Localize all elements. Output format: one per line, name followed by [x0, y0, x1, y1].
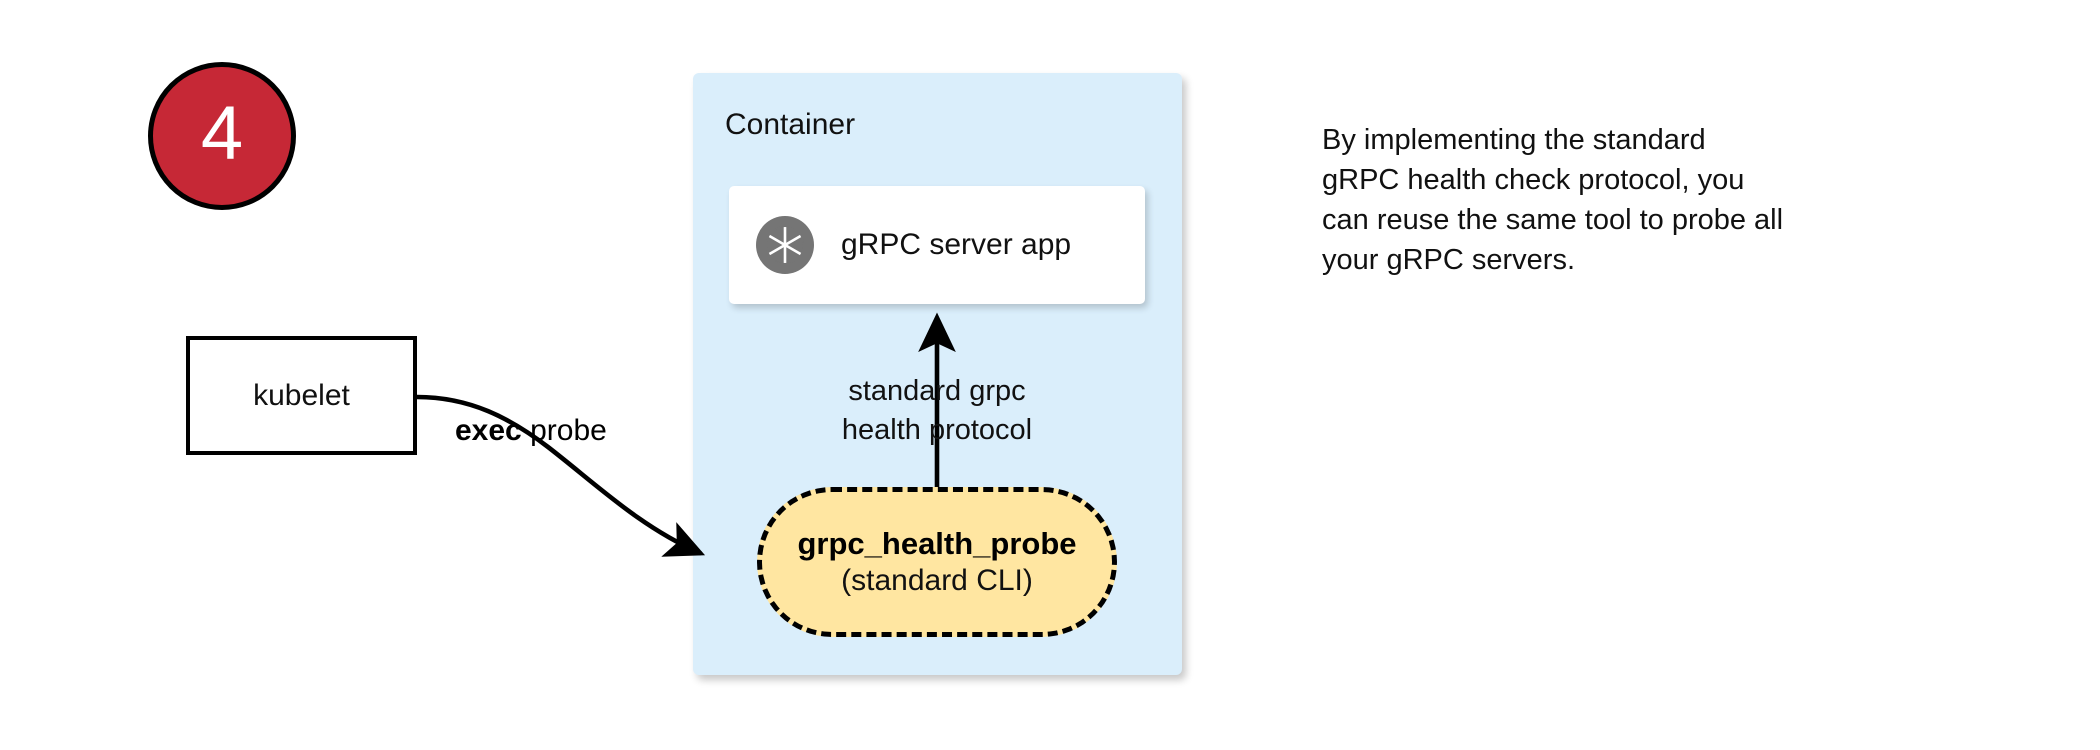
- note-line-2: gRPC health check protocol, you: [1322, 164, 1745, 196]
- note-line-3: can reuse the same tool to probe all: [1322, 204, 1784, 236]
- note-line-1: By implementing the standard: [1322, 124, 1706, 156]
- grpc-server-app-card: gRPC server app: [729, 186, 1145, 304]
- kubelet-label: kubelet: [253, 378, 350, 412]
- grpc-aperture-icon: [756, 216, 814, 274]
- explanatory-note: By implementing the standard gRPC health…: [1322, 120, 1922, 280]
- exec-probe-label-rest: probe: [521, 414, 607, 447]
- step-number-badge: 4: [148, 62, 296, 210]
- kubelet-box: kubelet: [186, 336, 417, 455]
- health-protocol-line-2: health protocol: [841, 414, 1033, 446]
- exec-probe-label-bold: exec: [455, 414, 522, 447]
- note-line-4: your gRPC servers.: [1322, 244, 1576, 276]
- grpc-health-probe-subtitle: (standard CLI): [841, 563, 1033, 597]
- grpc-server-app-label: gRPC server app: [841, 228, 1072, 261]
- health-protocol-line-1: standard grpc: [848, 375, 1026, 407]
- container-title: Container: [725, 108, 856, 141]
- exec-probe-edge-label: exec probe: [455, 413, 607, 449]
- step-number-label: 4: [200, 91, 244, 176]
- grpc-health-probe-name: grpc_health_probe: [797, 525, 1077, 561]
- grpc-health-probe-node: grpc_health_probe (standard CLI): [757, 487, 1117, 637]
- health-protocol-edge-label: standard grpc health protocol: [757, 372, 1117, 450]
